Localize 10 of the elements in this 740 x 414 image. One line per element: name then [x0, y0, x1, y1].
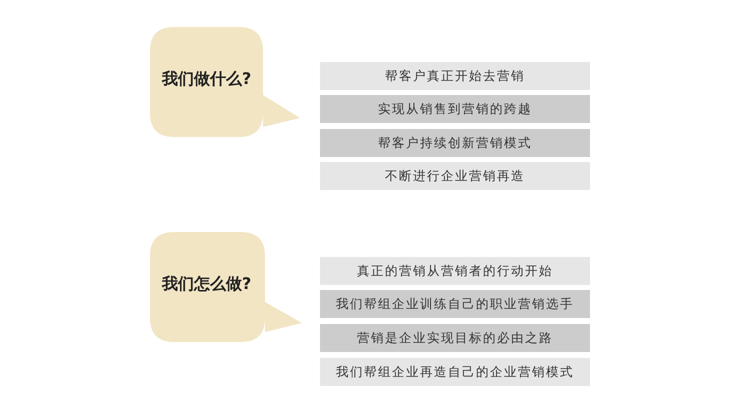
- statement-bar: 真正的营销从营销者的行动开始: [320, 257, 590, 285]
- statement-bar: 帮客户持续创新营销模式: [320, 129, 590, 157]
- statement-bar: 我们帮组企业再造自己的企业营销模式: [320, 358, 590, 386]
- bubble-question: 我们做什么?: [162, 69, 252, 90]
- statement-bar: 营销是企业实现目标的必由之路: [320, 324, 590, 352]
- statement-bar: 帮客户真正开始去营销: [320, 62, 590, 90]
- statement-bar: 不断进行企业营销再造: [320, 162, 590, 190]
- statement-bar: 我们帮组企业训练自己的职业营销选手: [320, 290, 590, 318]
- statement-bar: 实现从销售到营销的跨越: [320, 95, 590, 123]
- bubble-question: 我们怎么做?: [162, 274, 252, 295]
